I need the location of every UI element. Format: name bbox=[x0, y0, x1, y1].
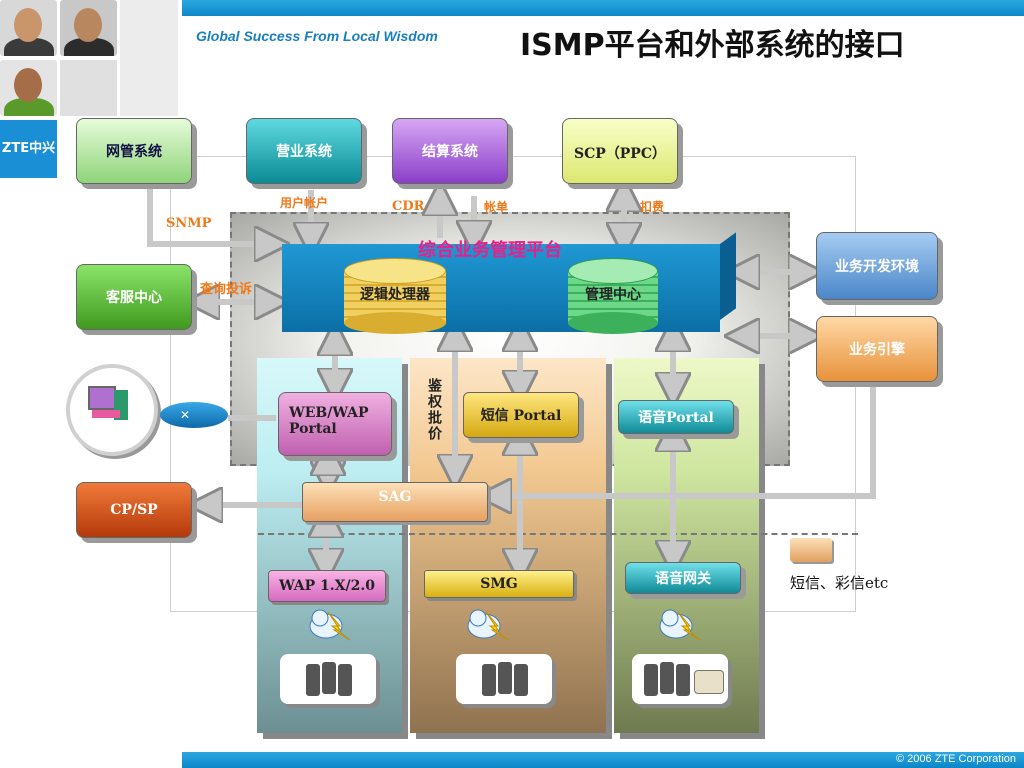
customer-service-box: 客服中心 bbox=[76, 264, 192, 330]
keyboard-icon bbox=[92, 410, 120, 418]
voice-gateway-label: 语音网关 bbox=[655, 571, 711, 587]
network-mgmt-label: 网管系统 bbox=[106, 144, 162, 160]
sag-label: SAG bbox=[378, 489, 412, 505]
legend-label: 短信、彩信etc bbox=[790, 574, 889, 592]
router-icon: ✕ bbox=[160, 402, 228, 428]
auth-label: 鉴权批价 bbox=[426, 378, 442, 442]
network-mgmt-box: 网管系统 bbox=[76, 118, 192, 184]
business-system-box: 营业系统 bbox=[246, 118, 362, 184]
scp-box: SCP（PPC） bbox=[562, 118, 678, 184]
billing-system-label: 结算系统 bbox=[422, 144, 478, 160]
logic-processor-label: 逻辑处理器 bbox=[360, 287, 430, 303]
mgmt-center-label: 管理中心 bbox=[585, 287, 641, 303]
wap-gateway: WAP 1.X/2.0 bbox=[268, 570, 386, 602]
sms-portal: 短信 Portal bbox=[463, 392, 579, 438]
sms-portal-label: 短信 Portal bbox=[480, 408, 562, 424]
monitor-icon bbox=[88, 386, 116, 410]
cloud-lightning-icon bbox=[467, 609, 509, 641]
billing-system-box: 结算系统 bbox=[392, 118, 508, 184]
zte-logo: ZTE中兴 bbox=[0, 120, 57, 178]
scp-label: SCP（PPC） bbox=[574, 146, 666, 162]
dev-env-label: 业务开发环境 bbox=[835, 259, 919, 275]
header-side-panel bbox=[120, 0, 178, 116]
web-wap-portal: WEB/WAP Portal bbox=[278, 392, 392, 456]
logic-processor-cylinder: 逻辑处理器 bbox=[344, 258, 446, 334]
dev-env-box: 业务开发环境 bbox=[816, 232, 938, 300]
service-engine-label: 业务引擎 bbox=[849, 342, 905, 358]
person-photo-1 bbox=[0, 0, 57, 56]
mgmt-center-cylinder: 管理中心 bbox=[568, 258, 658, 334]
deduct-label: 扣费 bbox=[640, 200, 665, 214]
query-complaint-label: 查询投诉 bbox=[200, 282, 253, 297]
copyright: © 2006 ZTE Corporation bbox=[896, 753, 1016, 765]
smg-box: SMG bbox=[424, 570, 574, 598]
phones-and-landline-icon bbox=[632, 654, 728, 704]
voice-gateway: 语音网关 bbox=[625, 562, 741, 594]
header-bar bbox=[182, 0, 1024, 16]
smg-label: SMG bbox=[480, 576, 518, 592]
cloud-lightning-icon bbox=[659, 609, 701, 641]
user-account-label: 用户帐户 bbox=[280, 196, 329, 210]
snmp-label: SNMP bbox=[166, 216, 212, 231]
cloud-lightning-icon bbox=[309, 609, 351, 641]
tagline: Global Success From Local Wisdom bbox=[196, 28, 438, 44]
terminal-circle bbox=[66, 364, 158, 456]
photo-placeholder bbox=[60, 60, 117, 116]
cdr-label: CDR bbox=[392, 199, 425, 214]
voice-portal: 语音Portal bbox=[618, 400, 734, 434]
voice-portal-label: 语音Portal bbox=[638, 410, 714, 426]
person-photo-2 bbox=[60, 0, 117, 56]
legend-swatch bbox=[790, 538, 832, 562]
service-engine-box: 业务引擎 bbox=[816, 316, 938, 382]
platform-title: 综合业务管理平台 bbox=[418, 240, 562, 261]
cpsp-label: CP/SP bbox=[110, 502, 158, 518]
wap-gateway-label: WAP 1.X/2.0 bbox=[278, 578, 376, 594]
person-photo-3 bbox=[0, 60, 57, 116]
footer-bar bbox=[182, 752, 1024, 768]
page-title: ISMP平台和外部系统的接口 bbox=[520, 28, 905, 63]
cpsp-box: CP/SP bbox=[76, 482, 192, 538]
web-wap-portal-label: WEB/WAP Portal bbox=[289, 405, 369, 437]
mobile-phones-icon bbox=[456, 654, 552, 704]
business-system-label: 营业系统 bbox=[276, 144, 332, 160]
divider-line bbox=[258, 533, 858, 535]
customer-service-label: 客服中心 bbox=[106, 290, 162, 306]
mobile-phones-icon bbox=[280, 654, 376, 704]
bill-label: 帐单 bbox=[484, 200, 509, 214]
platform-side bbox=[720, 232, 736, 320]
sag-box: SAG bbox=[302, 482, 488, 522]
